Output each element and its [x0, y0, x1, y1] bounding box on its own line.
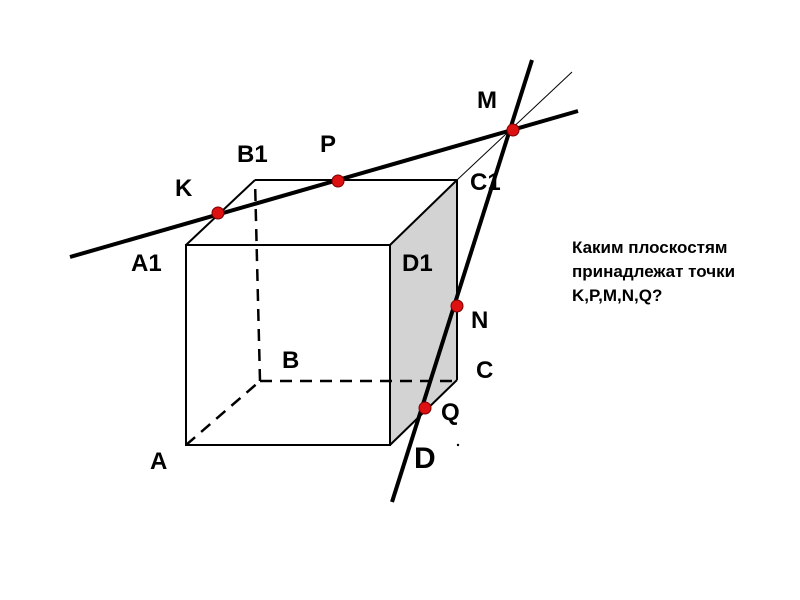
question-line-2: принадлежат точки — [572, 262, 736, 281]
question-line-1: Каким плоскостям — [572, 238, 728, 257]
edge-d1-c1 — [389, 179, 458, 246]
label-q: Q — [441, 399, 460, 426]
label-a: A — [150, 448, 167, 475]
label-b1: B1 — [237, 141, 268, 168]
points — [211, 123, 520, 415]
line-kpm — [69, 109, 579, 259]
label-a1: A1 — [131, 250, 162, 277]
label-c1: C1 — [470, 169, 501, 196]
edge-a-b — [185, 380, 261, 446]
label-m: M — [477, 87, 497, 114]
label-b: B — [282, 347, 299, 374]
point-n — [450, 299, 464, 313]
question-line-3: K,P,M,N,Q? — [572, 286, 663, 305]
label-n: N — [471, 307, 488, 334]
point-k — [211, 206, 225, 220]
point-q — [418, 401, 432, 415]
small-dot — [456, 443, 460, 447]
edge-b-b1 — [253, 179, 262, 382]
point-p — [331, 174, 345, 188]
label-k: K — [175, 175, 193, 202]
label-d1: D1 — [402, 250, 433, 277]
question-text: Каким плоскостям принадлежат точки K,P,M… — [572, 236, 782, 308]
front-face — [185, 244, 391, 446]
face-d-d1-c1-c — [390, 180, 457, 445]
point-m — [506, 123, 520, 137]
label-c: C — [476, 357, 493, 384]
label-d: D — [414, 442, 436, 475]
visible-edges — [185, 179, 458, 446]
labels: A B C D A1 B1 C1 D1 K P M N Q — [131, 87, 501, 475]
hidden-edges — [185, 179, 457, 446]
label-p: P — [320, 131, 336, 158]
